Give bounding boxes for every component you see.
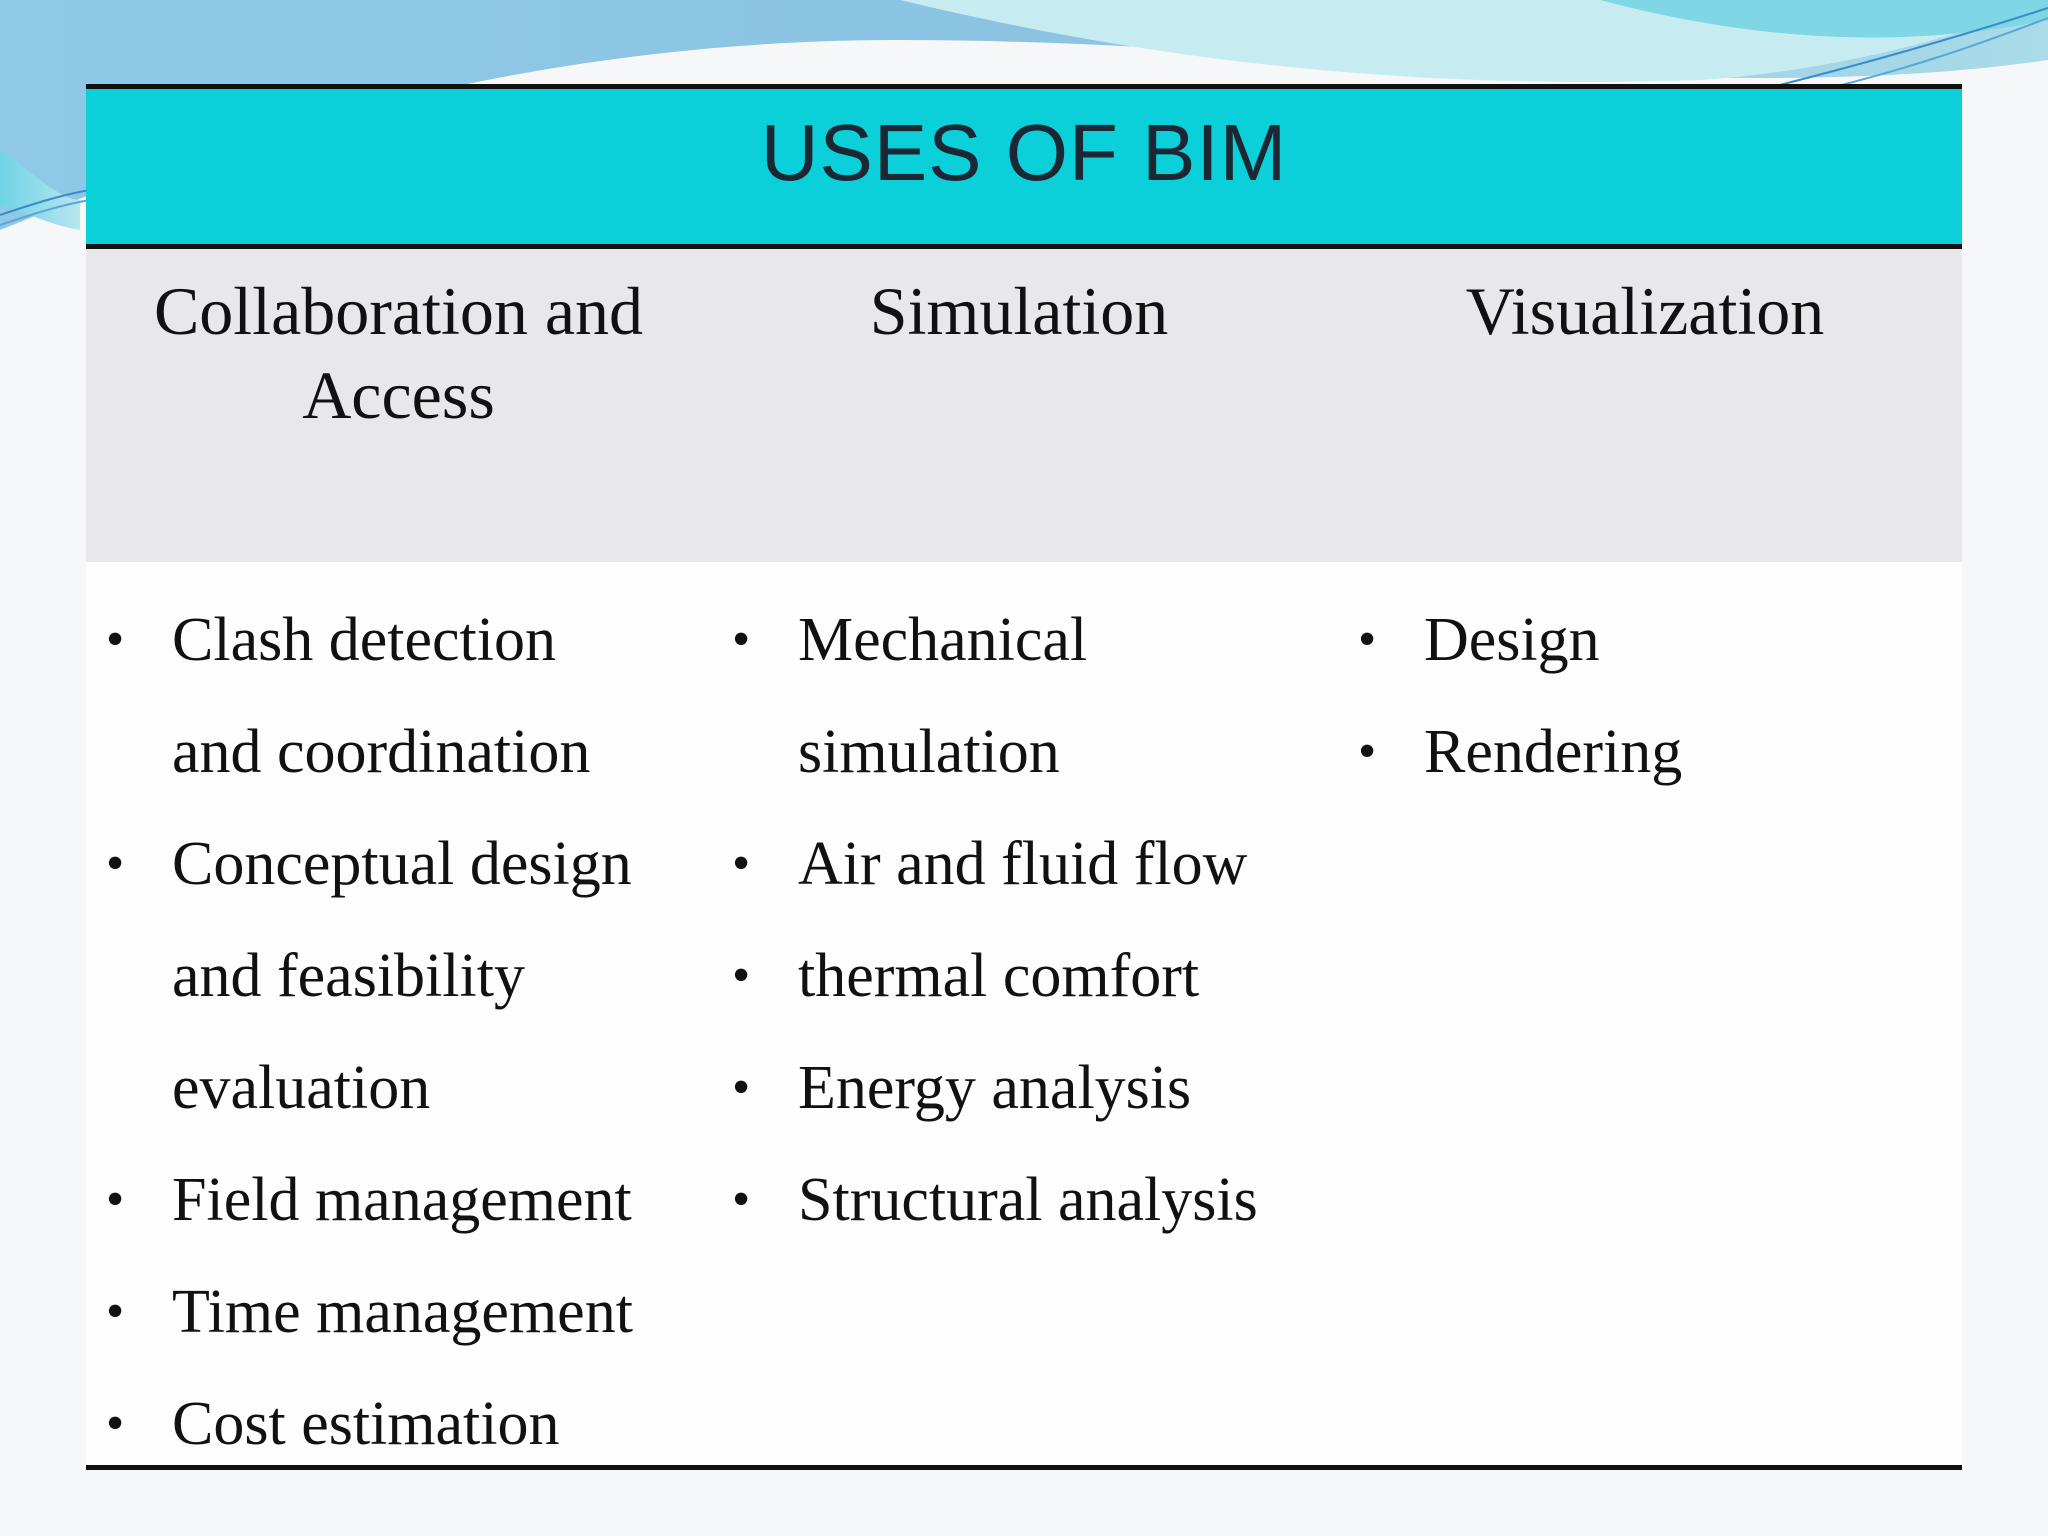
simulation-list: • Mechanical simulation • Air and fluid …: [712, 584, 1338, 1256]
list-item: • Mechanical simulation: [712, 584, 1338, 808]
list-item: • Design: [1338, 584, 1962, 696]
list-item-line: Energy analysis: [798, 1054, 1192, 1122]
bullet-icon: •: [106, 1395, 125, 1452]
bullet-icon: •: [106, 1171, 125, 1228]
bullet-icon: •: [1358, 723, 1377, 780]
bullet-icon: •: [732, 1171, 751, 1228]
background-wave-decoration: [0, 0, 2048, 230]
column-header-line: Access: [302, 357, 495, 433]
list-item-line: thermal comfort: [798, 942, 1200, 1010]
list-item-line: Conceptual design: [172, 830, 632, 898]
top-rule: [86, 84, 1962, 89]
list-item: • Conceptual design and feasibility eval…: [86, 808, 712, 1144]
title-bottom-rule: [86, 244, 1962, 249]
list-item-line: and coordination: [172, 718, 591, 786]
list-item-line: Field management: [172, 1166, 632, 1234]
bullet-icon: •: [732, 1059, 751, 1116]
bullet-icon: •: [106, 611, 125, 668]
list-item: • Time management: [86, 1256, 712, 1368]
column-header-simulation: Simulation: [726, 269, 1312, 353]
bottom-rule: [86, 1465, 1962, 1470]
bullet-icon: •: [106, 1283, 125, 1340]
column-header-line: Simulation: [869, 273, 1169, 349]
list-item: • Cost estimation: [86, 1368, 712, 1480]
visualization-list: • Design • Rendering: [1338, 584, 1962, 808]
list-item-line: Cost estimation: [172, 1390, 560, 1458]
list-item-line: Structural analysis: [798, 1166, 1258, 1234]
column-header-line: Visualization: [1465, 273, 1825, 349]
list-item: • Air and fluid flow: [712, 808, 1338, 920]
list-item: • Rendering: [1338, 696, 1962, 808]
list-item-line: Time management: [172, 1278, 633, 1346]
list-item-line: Rendering: [1424, 718, 1683, 786]
list-item-line: Design: [1424, 606, 1600, 674]
slide-title: USES OF BIM: [760, 108, 1288, 197]
column-header-band: Collaboration and Access Simulation Visu…: [86, 249, 1962, 562]
list-item-line: Air and fluid flow: [798, 830, 1248, 898]
list-item-line: and feasibility: [172, 942, 525, 1010]
list-item-line: simulation: [798, 718, 1060, 786]
list-item: • Structural analysis: [712, 1144, 1338, 1256]
title-band: USES OF BIM: [86, 89, 1962, 244]
list-item: • Field management: [86, 1144, 712, 1256]
list-item: • thermal comfort: [712, 920, 1338, 1032]
bim-uses-table: USES OF BIM Collaboration and Access Sim…: [86, 84, 1962, 1470]
column-header-collaboration: Collaboration and Access: [106, 269, 691, 437]
list-item-line: Mechanical: [798, 606, 1088, 674]
bullet-icon: •: [732, 611, 751, 668]
list-item-line: Clash detection: [172, 606, 556, 674]
column-header-line: Collaboration and: [153, 273, 644, 349]
bullet-icon: •: [106, 835, 125, 892]
column-header-visualization: Visualization: [1352, 269, 1938, 353]
bullet-icon: •: [732, 835, 751, 892]
list-item-line: evaluation: [172, 1054, 431, 1122]
list-item: • Clash detection and coordination: [86, 584, 712, 808]
list-item: • Energy analysis: [712, 1032, 1338, 1144]
bullet-icon: •: [732, 947, 751, 1004]
bullet-icon: •: [1358, 611, 1377, 668]
collaboration-list: • Clash detection and coordination • Con…: [86, 584, 712, 1480]
